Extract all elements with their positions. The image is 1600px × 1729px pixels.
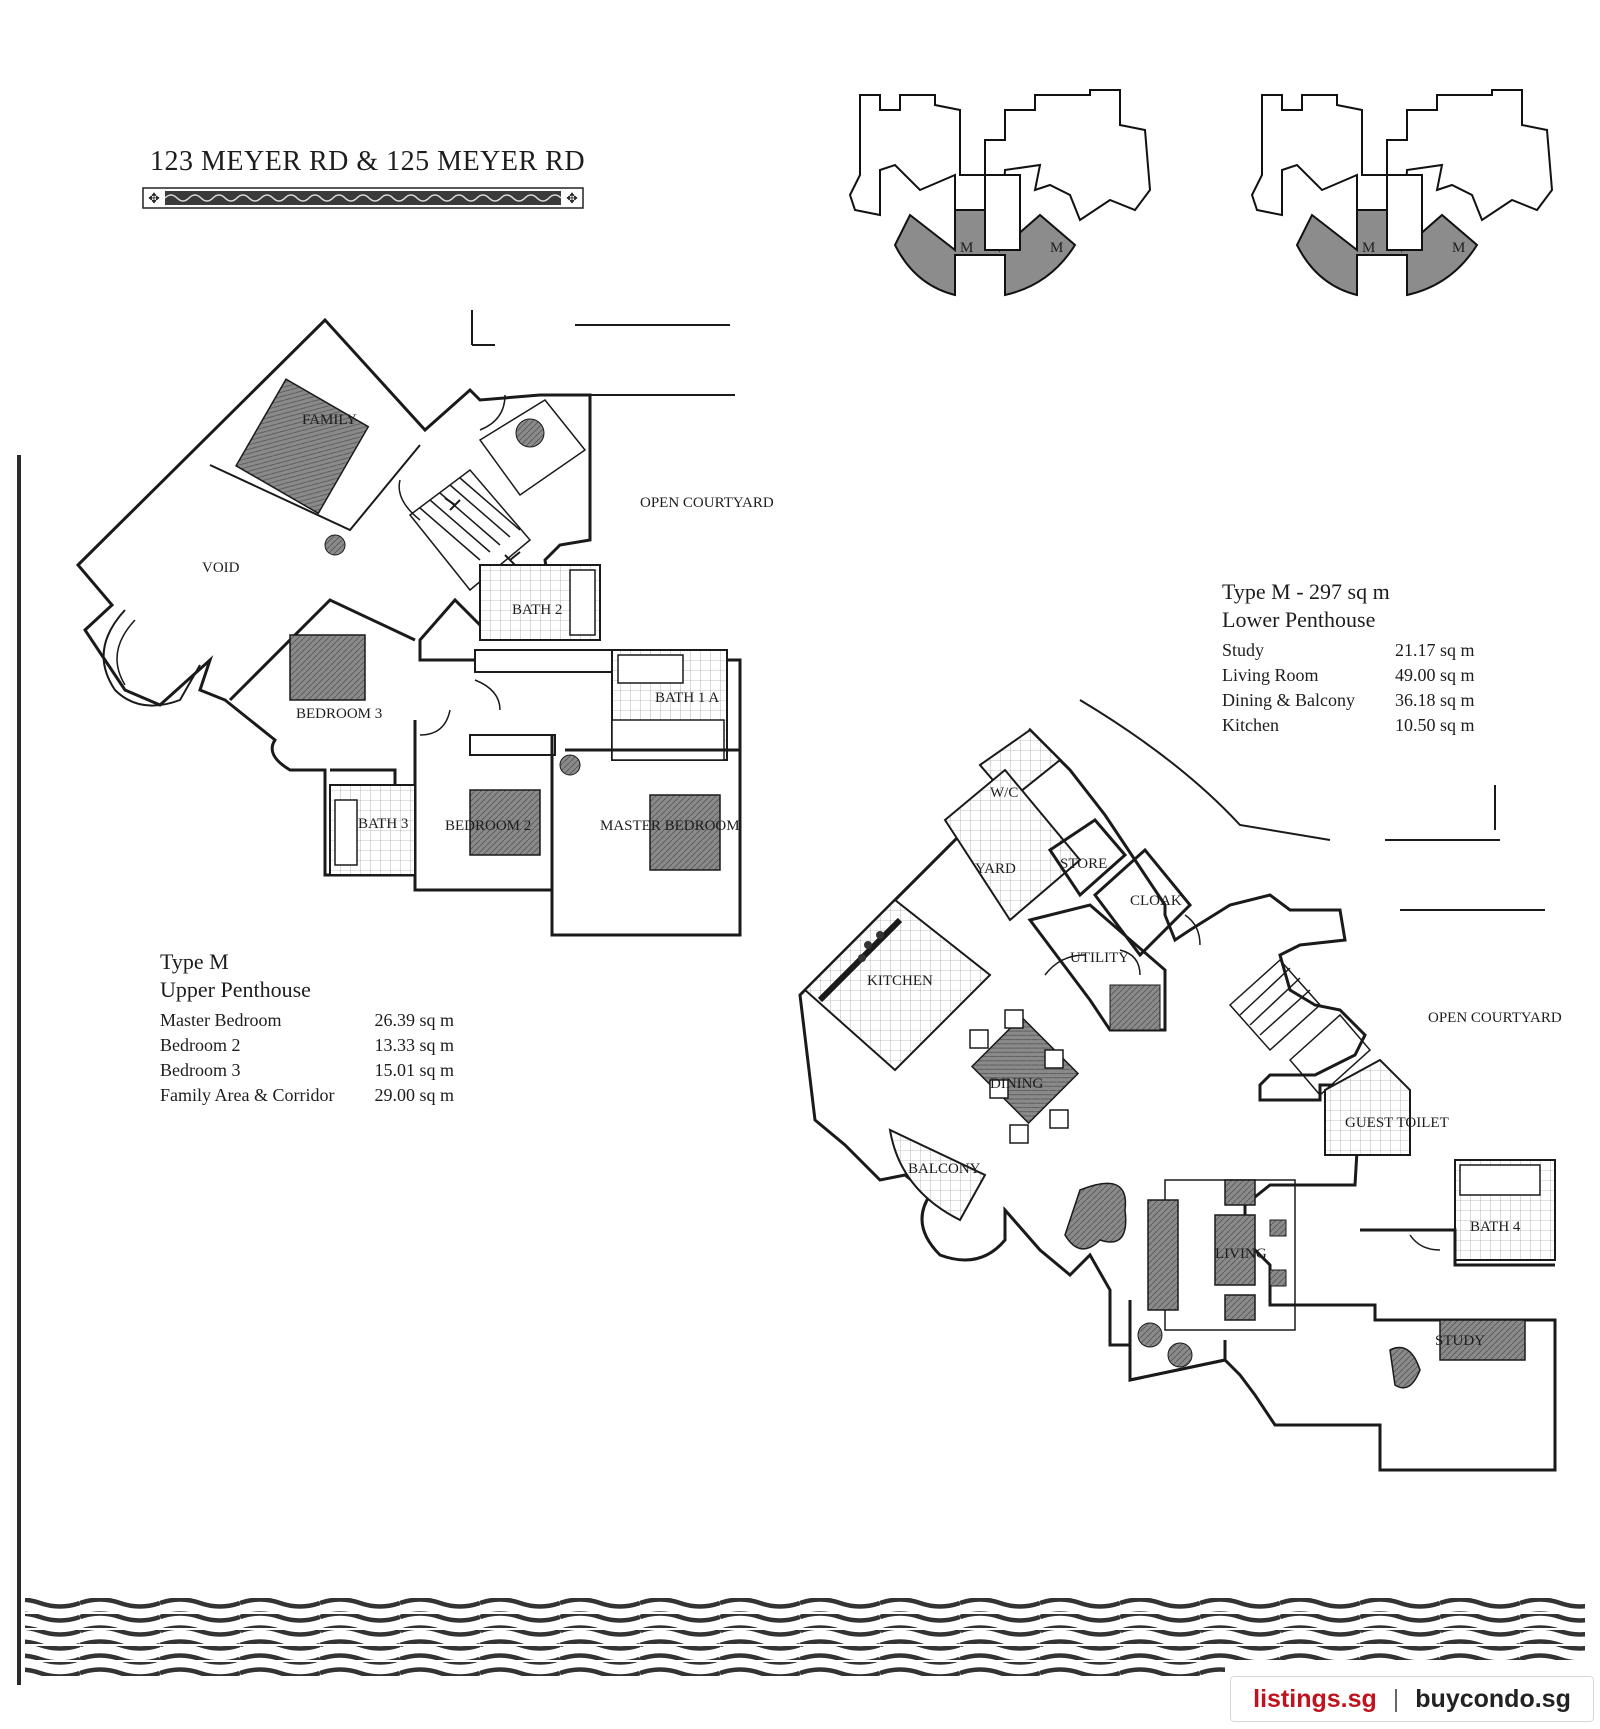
svg-text:STORE: STORE xyxy=(1060,856,1107,872)
svg-text:BATH 1 A: BATH 1 A xyxy=(655,690,719,706)
svg-text:LIVING: LIVING xyxy=(1215,1246,1267,1262)
svg-text:BATH 3: BATH 3 xyxy=(358,816,408,832)
upper-plan-room-labels: FAMILY VOID OPEN COURTYARD BATH 2 BATH 1… xyxy=(202,412,774,834)
page-title: 123 MEYER RD & 125 MEYER RD xyxy=(150,146,586,177)
footer-link-listings[interactable]: listings.sg xyxy=(1253,1684,1377,1713)
svg-text:OPEN COURTYARD: OPEN COURTYARD xyxy=(640,495,774,511)
upper-penthouse-plan xyxy=(75,310,742,937)
svg-text:W/C: W/C xyxy=(990,785,1018,801)
page-binding-edge xyxy=(17,455,21,1685)
svg-text:BEDROOM 3: BEDROOM 3 xyxy=(296,706,382,722)
svg-text:M: M xyxy=(1050,240,1063,256)
svg-text:BEDROOM 2: BEDROOM 2 xyxy=(445,818,531,834)
svg-text:KITCHEN: KITCHEN xyxy=(867,973,933,989)
footer-separator: | xyxy=(1392,1684,1400,1713)
svg-text:M: M xyxy=(1452,240,1465,256)
svg-text:GUEST TOILET: GUEST TOILET xyxy=(1345,1115,1449,1131)
svg-text:CLOAK: CLOAK xyxy=(1130,893,1182,909)
decorative-wave-band xyxy=(25,1598,1585,1676)
footer-link-buycondo[interactable]: buycondo.sg xyxy=(1415,1684,1571,1713)
lower-type-heading: Type M - 297 sq m xyxy=(1222,579,1390,604)
upper-name-heading: Upper Penthouse xyxy=(160,977,311,1002)
svg-text:M: M xyxy=(1362,240,1375,256)
svg-text:OPEN COURTYARD: OPEN COURTYARD xyxy=(1428,1010,1562,1026)
svg-text:BATH 2: BATH 2 xyxy=(512,602,562,618)
svg-text:✥: ✥ xyxy=(148,192,160,207)
svg-text:YARD: YARD xyxy=(975,861,1016,877)
footer-watermark: listings.sg | buycondo.sg xyxy=(1230,1676,1594,1722)
svg-text:BATH 4: BATH 4 xyxy=(1470,1219,1521,1235)
svg-text:UTILITY: UTILITY xyxy=(1070,950,1129,966)
key-plan-right: M M xyxy=(1250,89,1554,297)
svg-text:VOID: VOID xyxy=(202,560,240,576)
key-plan-left: M M xyxy=(848,89,1152,297)
upper-type-heading: Type M xyxy=(160,949,229,974)
title-ornament-bar: ✥ ✥ xyxy=(142,187,584,209)
lower-plan-room-labels: W/C YARD STORE CLOAK UTILITY KITCHEN DIN… xyxy=(867,785,1562,1349)
lower-penthouse-plan xyxy=(798,699,1557,1472)
lower-name-heading: Lower Penthouse xyxy=(1222,607,1376,632)
svg-text:✥: ✥ xyxy=(566,192,578,207)
svg-text:FAMILY: FAMILY xyxy=(302,412,357,428)
svg-text:BALCONY: BALCONY xyxy=(908,1161,981,1177)
svg-text:MASTER BEDROOM: MASTER BEDROOM xyxy=(600,818,740,834)
svg-text:M: M xyxy=(960,240,973,256)
svg-text:DINING: DINING xyxy=(990,1076,1043,1092)
svg-text:STUDY: STUDY xyxy=(1435,1333,1485,1349)
